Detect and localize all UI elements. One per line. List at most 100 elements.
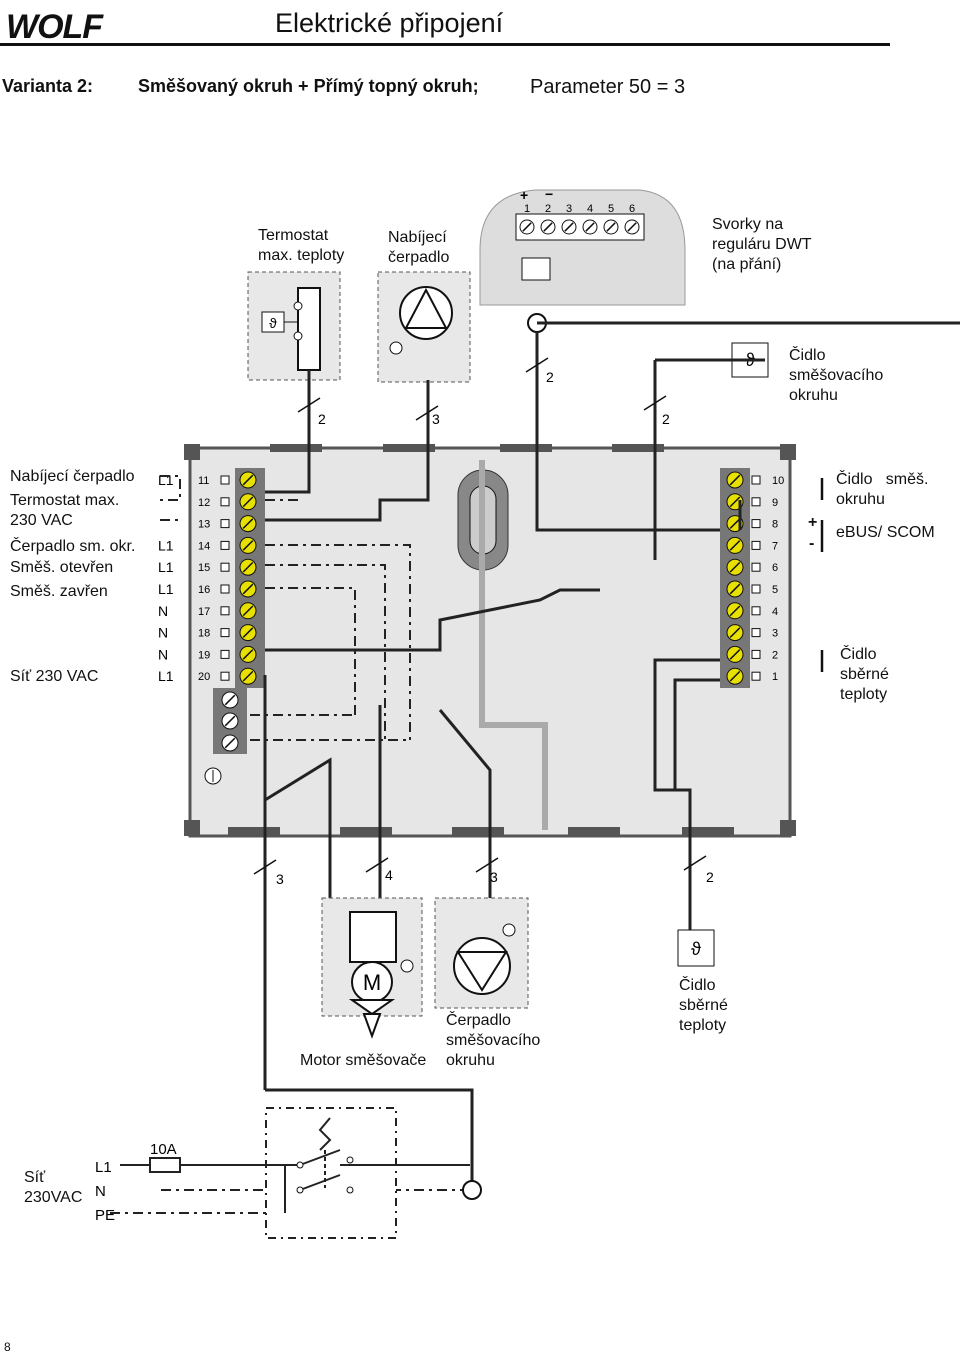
mains-sit-line-1: Síť (24, 1169, 46, 1186)
cidlo-sberne-label-line-1: Čidlo (679, 977, 716, 994)
dwt-terminal-screw (540, 219, 556, 235)
cerpadlo-label-line-2: směšovacího (446, 1032, 541, 1049)
left-label-sit: Síť 230 VAC (10, 668, 99, 685)
svorky-label-line-3: (na přání) (712, 256, 782, 273)
title-rule (0, 43, 890, 46)
dwt-terminal-screw (624, 219, 640, 235)
ground-icon (389, 341, 403, 355)
dwt-terminal-screw (603, 219, 619, 235)
mains-pe: PE (95, 1207, 115, 1224)
left-terminal-socket (220, 519, 230, 529)
right-terminal-number: 9 (772, 497, 778, 509)
variant-label: Varianta 2: (2, 76, 94, 96)
left-label-smes-zavren: Směš. zavřen (10, 583, 108, 600)
motor-label: Motor směšovače (300, 1052, 427, 1069)
dwt-terminal-number: 2 (545, 203, 551, 215)
left-terminal-socket (220, 628, 230, 638)
wire-count-bottom-1: 3 (276, 871, 284, 887)
left-terminal-socket (220, 606, 230, 616)
left-terminal-screw (239, 667, 257, 685)
left-label-cerpadlo: Čerpadlo sm. okr. (10, 538, 136, 555)
left-label-nabijeci: Nabíjecí čerpadlo (10, 468, 135, 485)
right-terminal-screw (726, 645, 744, 663)
termostat-label: Termostat max. teploty (258, 226, 344, 266)
left-terminal-socket (220, 671, 230, 681)
left-label-smes-otevren: Směš. otevřen (10, 559, 114, 576)
right-terminal-number: 6 (772, 562, 778, 574)
parameter-setting: Parameter 50 = 3 (530, 76, 686, 98)
cidlo-smes-label-line-1: Čidlo (789, 347, 826, 364)
wire-count-cidlo: 2 (662, 411, 670, 427)
right-terminal-screw (726, 536, 744, 554)
left-terminal-number: 13 (198, 519, 210, 531)
left-label-termostat: Termostat max. (10, 492, 120, 509)
termostat-label-line-1: Termostat (258, 227, 329, 244)
right-terminal-number: 7 (772, 540, 778, 552)
svorky-label: Svorky na reguláru DWT (na přání) (712, 215, 812, 275)
right-terminal-screw (726, 667, 744, 685)
right-terminal-number: 5 (772, 584, 778, 596)
left-terminal-socket (220, 562, 230, 572)
wire-count-bottom-2: 4 (385, 867, 393, 883)
fuse-label: 10A (150, 1141, 177, 1158)
nabijeci-label: Nabíjecí čerpadlo (388, 228, 449, 268)
cerpadlo-label-line-1: Čerpadlo (446, 1012, 511, 1029)
cidlo-smes-label-line-2: směšovacího (789, 367, 884, 384)
cerpadlo-box (434, 897, 529, 1009)
left-terminal-screw (239, 471, 257, 489)
page-number: 8 (4, 1340, 11, 1354)
cidlo-sberne-label-line-2: sběrné (679, 997, 728, 1014)
right-terminal-number: 10 (772, 475, 784, 487)
variant-description: Směšovaný okruh + Přímý topný okruh; (138, 76, 479, 96)
cerpadlo-label-line-3: okruhu (446, 1052, 495, 1069)
ebus-plus: + (808, 514, 818, 531)
mains-sit-label: Síť 230VAC (24, 1168, 82, 1208)
ground-terminal-screw (221, 712, 239, 730)
right-terminal-socket (751, 519, 761, 529)
right-terminal-screw (726, 580, 744, 598)
termostat-label-line-2: max. teploty (258, 247, 345, 264)
left-terminal-code: L1 (158, 559, 174, 575)
cidlo-sberne-theta: ϑ (691, 939, 701, 959)
left-terminal-socket (220, 497, 230, 507)
dwt-plus: + (520, 187, 528, 203)
right-terminal-socket (751, 497, 761, 507)
left-terminal-screw (239, 493, 257, 511)
right-terminal-screw (726, 602, 744, 620)
left-terminal-number: 18 (198, 628, 210, 640)
dwt-minus: − (545, 186, 553, 202)
left-terminal-socket (220, 475, 230, 485)
right-label-cidlo-smes: Čidlo směš. okruhu (836, 470, 928, 510)
right-terminal-screw (726, 558, 744, 576)
left-terminal-code: N (158, 646, 168, 662)
svorky-label-line-2: reguláru DWT (712, 236, 812, 253)
right-label-cidlo-sberne: Čidlo sběrné teploty (840, 645, 889, 705)
right-terminal-socket (751, 540, 761, 550)
left-terminal-screw (239, 515, 257, 533)
right-terminal-number: 8 (772, 519, 778, 531)
left-terminal-number: 12 (198, 497, 210, 509)
right-terminal-screw (726, 624, 744, 642)
nabijeci-label-line-1: Nabíjecí (388, 229, 447, 246)
right-terminal-socket (751, 606, 761, 616)
right-terminal-number: 4 (772, 606, 778, 618)
left-terminal-code: N (158, 625, 168, 641)
left-terminal-screw (239, 536, 257, 554)
wire-count-dwt: 2 (546, 369, 554, 385)
mains-junction (462, 1180, 482, 1200)
right-terminal-socket (751, 649, 761, 659)
dwt-terminal-strip (515, 213, 645, 241)
left-terminal-socket (220, 649, 230, 659)
left-terminal-screw (239, 558, 257, 576)
nabijeci-label-line-2: čerpadlo (388, 249, 450, 266)
page-title: Elektrické připojení (275, 8, 504, 38)
left-terminal-screw (239, 602, 257, 620)
dwt-terminal-screw (519, 219, 535, 235)
left-terminal-number: 17 (198, 606, 210, 618)
wire-count-termostat: 2 (318, 411, 326, 427)
cidlo-sberne-sensor (677, 929, 715, 967)
dwt-housing (479, 189, 686, 306)
left-terminal-screw (239, 624, 257, 642)
left-terminal-number: 14 (198, 540, 210, 552)
dwt-terminal-screw (582, 219, 598, 235)
